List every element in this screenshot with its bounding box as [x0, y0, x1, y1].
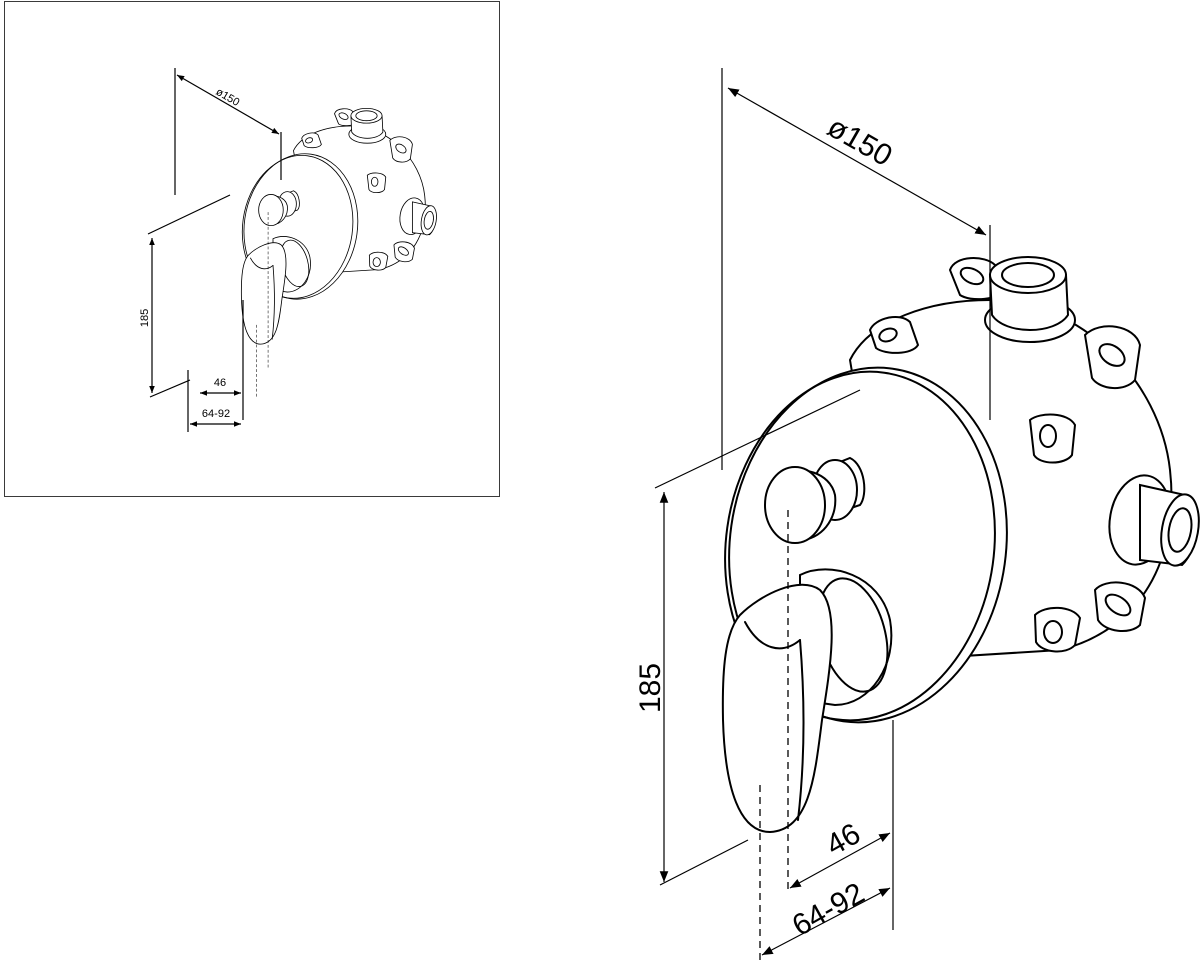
- thumbnail-frame: [4, 1, 500, 497]
- offset-dim-line: [789, 832, 891, 889]
- diameter-dim-line: [727, 87, 987, 236]
- thumb-offset-label: 46: [214, 377, 226, 389]
- thumb-height-label: 185: [139, 309, 151, 327]
- depth-label: 64-92: [787, 877, 870, 943]
- thumb-depth-label: 64-92: [202, 408, 230, 420]
- main-view: ø150 185 46 64-92: [634, 68, 1200, 961]
- offset-label: 46: [821, 817, 866, 862]
- thumb-diameter-label: ø150: [214, 86, 242, 109]
- thumbnail-view: ø150 185 46 64-92: [139, 68, 440, 432]
- depth-dim-line: [761, 887, 891, 956]
- height-label: 185: [634, 663, 667, 713]
